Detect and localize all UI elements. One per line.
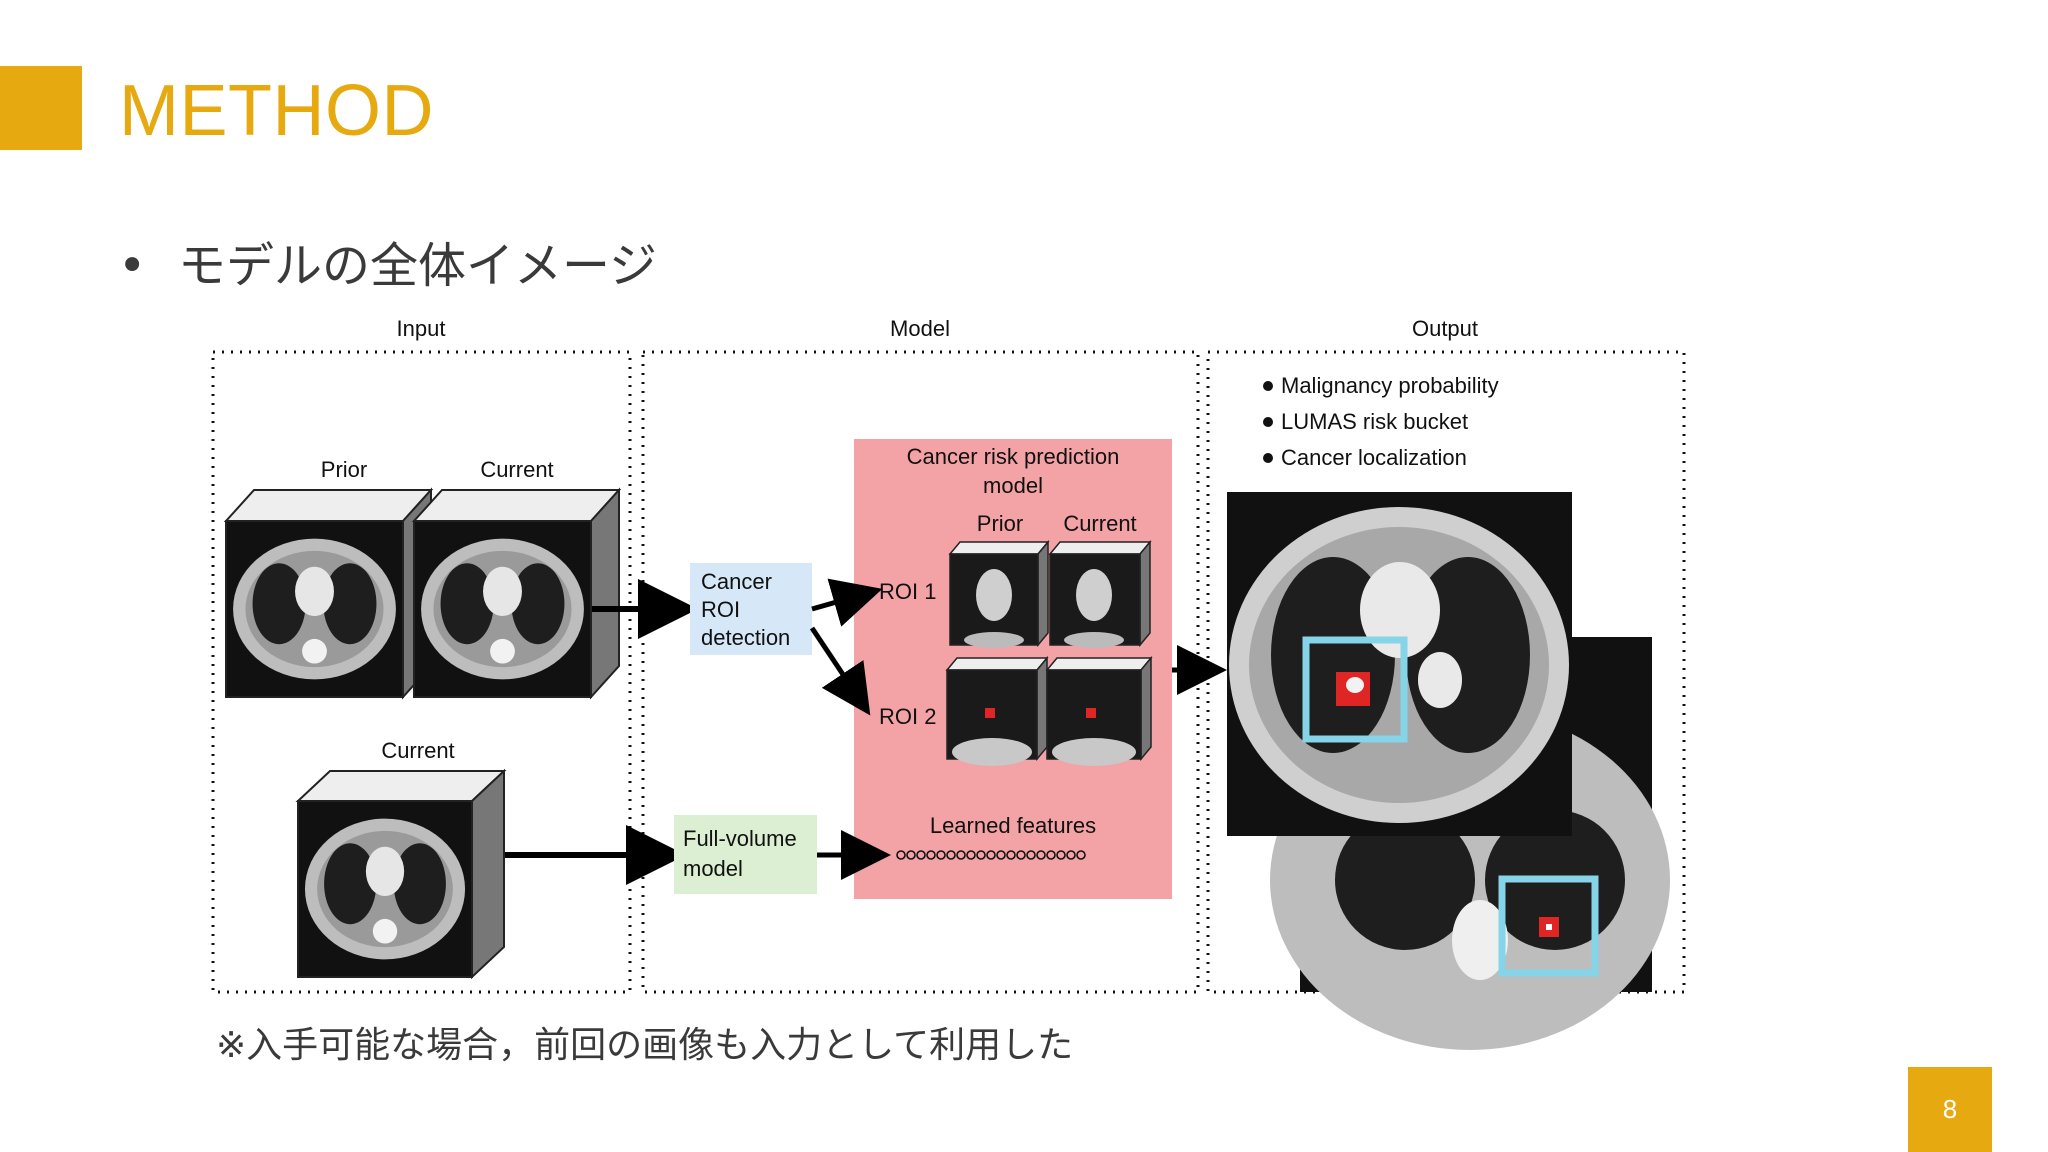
feature-dot [946, 850, 956, 860]
page-number: 8 [1908, 1067, 1992, 1152]
roi-detection-line3: detection [701, 625, 790, 650]
accent-bar [0, 66, 82, 150]
risk-model-title-line2: model [983, 473, 1043, 498]
feature-dot [906, 850, 916, 860]
bullet-item: • モデルの全体イメージ [118, 226, 657, 296]
feature-dot [956, 850, 966, 860]
feature-dot [1026, 850, 1036, 860]
feature-dot [966, 850, 976, 860]
full-volume-line2: model [683, 856, 743, 881]
roi-detection-line1: Cancer [701, 569, 772, 594]
output-item-1: Malignancy probability [1281, 373, 1499, 398]
output-list: Malignancy probability LUMAS risk bucket… [1263, 373, 1499, 470]
learned-features-vector [896, 850, 1086, 860]
bullet-text: モデルの全体イメージ [178, 238, 658, 294]
input-current-single-label: Current [381, 738, 454, 763]
full-volume-line1: Full-volume [683, 826, 797, 851]
current-full-ct-volume [295, 768, 507, 980]
roi1-prior-patch [948, 539, 1050, 648]
feature-dot [896, 850, 906, 860]
arrow-to-roi1 [811, 578, 883, 627]
risk-prediction-model: Cancer risk prediction model Prior Curre… [854, 439, 1172, 899]
feature-dot [986, 850, 996, 860]
risk-model-prior-label: Prior [977, 511, 1023, 536]
feature-dot [926, 850, 936, 860]
feature-dot [1036, 850, 1046, 860]
roi2-label: ROI 2 [879, 704, 936, 729]
slide-title: METHOD [119, 71, 434, 151]
roi-detection-box: Cancer ROI detection [690, 563, 812, 655]
feature-dot [996, 850, 1006, 860]
bullet-dot: • [118, 238, 147, 294]
footnote: ※入手可能な場合，前回の画像も入力として利用した [216, 1025, 1074, 1066]
arrow-to-roi2 [809, 626, 871, 716]
roi2-current-patch [1045, 655, 1153, 766]
section-label-input: Input [397, 316, 446, 341]
feature-dot [936, 850, 946, 860]
input-prior-label: Prior [321, 457, 367, 482]
section-label-output: Output [1412, 316, 1478, 341]
feature-dot [976, 850, 986, 860]
feature-dot [1046, 850, 1056, 860]
feature-dot [916, 850, 926, 860]
prior-ct-volume [223, 487, 434, 700]
risk-model-title-line1: Cancer risk prediction [907, 444, 1120, 469]
current-ct-volume [411, 487, 622, 700]
feature-dot [1056, 850, 1066, 860]
full-volume-model-box: Full-volume model [674, 815, 817, 894]
learned-features-label: Learned features [930, 813, 1096, 838]
output-ct-slice-upper [1227, 492, 1572, 836]
feature-dot [1006, 850, 1016, 860]
feature-dot [1066, 850, 1076, 860]
output-item-2: LUMAS risk bucket [1281, 409, 1468, 434]
roi2-prior-patch [945, 655, 1049, 766]
roi1-label: ROI 1 [879, 579, 936, 604]
feature-dot [1016, 850, 1026, 860]
input-current-label: Current [480, 457, 553, 482]
output-item-3: Cancer localization [1281, 445, 1467, 470]
section-label-model: Model [890, 316, 950, 341]
feature-dot [1076, 850, 1086, 860]
input-panel [211, 350, 632, 994]
roi1-current-patch [1048, 539, 1152, 648]
risk-model-current-label: Current [1063, 511, 1136, 536]
roi-detection-line2: ROI [701, 597, 740, 622]
